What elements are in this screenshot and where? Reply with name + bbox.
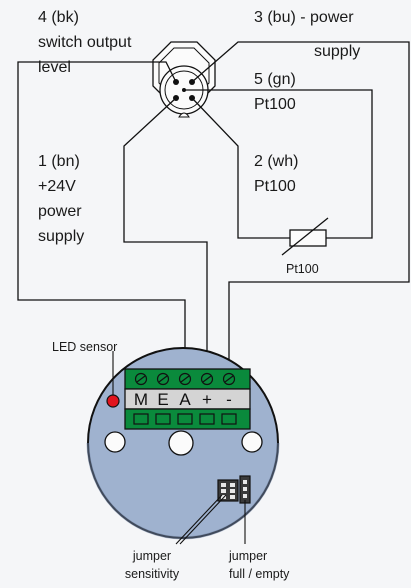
pin3-label: 3 (bu) - power supply xyxy=(254,9,360,60)
wires xyxy=(17,41,410,378)
pin5-label-line-2: Pt100 xyxy=(254,96,296,113)
pin5-label-line-1: 5 (gn) xyxy=(254,71,296,88)
m12-connector xyxy=(152,41,216,118)
wire-pin5 xyxy=(184,89,373,239)
mounting-hole-right xyxy=(241,431,263,453)
terminal-socket xyxy=(133,413,149,425)
connector-key xyxy=(178,112,190,118)
pin1-label-line-1: 1 (bn) xyxy=(38,153,80,170)
jumper-full-empty-label: jumper full / empty xyxy=(228,549,290,581)
wire-pin2 xyxy=(191,97,290,239)
terminal-socket xyxy=(199,413,215,425)
terminal-screw-a xyxy=(178,372,192,386)
resistor-variable-arrow xyxy=(281,217,329,256)
terminal-label-minus: - xyxy=(226,390,232,409)
terminal-socket xyxy=(177,413,193,425)
center-hole xyxy=(168,430,194,456)
pin1-label-line-3: power xyxy=(38,203,82,220)
pin3-label-line-1: 3 (bu) - power xyxy=(254,9,354,26)
pin4-label-line-2: switch output xyxy=(38,34,132,51)
pin4-label: 4 (bk) switch output level xyxy=(38,9,132,76)
electronic-board: M E A + - xyxy=(86,347,280,540)
jumper-full-empty-block xyxy=(239,475,251,504)
terminal-screw-e xyxy=(156,372,170,386)
pin5-label: 5 (gn) Pt100 xyxy=(254,71,296,113)
terminal-screw-m xyxy=(134,372,148,386)
jumper-sensitivity-label: jumper sensitivity xyxy=(125,549,180,581)
terminal-label-plus: + xyxy=(202,390,212,409)
board-rim-shade xyxy=(86,442,280,540)
terminal-socket xyxy=(155,413,171,425)
wire-pin1 xyxy=(123,97,208,378)
terminal-screw-plus xyxy=(200,372,214,386)
mounting-hole-left xyxy=(104,431,126,453)
pin1-label-line-2: +24V xyxy=(38,178,76,195)
terminal-sockets xyxy=(133,413,237,425)
pt100-resistor xyxy=(281,217,329,256)
pin3-label-line-2: supply xyxy=(314,43,360,60)
pin4-label-line-1: 4 (bk) xyxy=(38,9,79,26)
terminal-label-m: M xyxy=(134,390,148,409)
jumper-full-empty-label-line-1: jumper xyxy=(228,549,267,563)
sensitivity-leader-line-2 xyxy=(175,494,223,545)
sensitivity-leader-line-1 xyxy=(179,494,227,545)
pin2-label: 2 (wh) Pt100 xyxy=(254,153,298,195)
jumper-full-empty-label-line-2: full / empty xyxy=(229,567,290,581)
jumper-sensitivity-label-line-2: sensitivity xyxy=(125,567,180,581)
led-sensor-label: LED sensor xyxy=(52,340,117,354)
wire-pin3 xyxy=(191,41,410,378)
resistor-label: Pt100 xyxy=(286,262,319,276)
terminal-label-a: A xyxy=(179,390,191,409)
pin4-label-line-3: level xyxy=(38,59,71,76)
jumper-sensitivity-block xyxy=(217,479,239,502)
terminal-screw-minus xyxy=(222,372,236,386)
pin2-label-line-2: Pt100 xyxy=(254,178,296,195)
terminal-label-e: E xyxy=(157,390,168,409)
pin1-label-line-4: supply xyxy=(38,228,84,245)
terminal-screws xyxy=(134,372,236,386)
terminal-socket xyxy=(221,413,237,425)
leader-lines xyxy=(112,351,246,545)
led-sensor xyxy=(106,394,120,408)
pin2-label-line-1: 2 (wh) xyxy=(254,153,298,170)
pin1-label: 1 (bn) +24V power supply xyxy=(38,153,84,245)
jumper-sensitivity-label-line-1: jumper xyxy=(132,549,171,563)
wire-pin4 xyxy=(17,61,186,378)
